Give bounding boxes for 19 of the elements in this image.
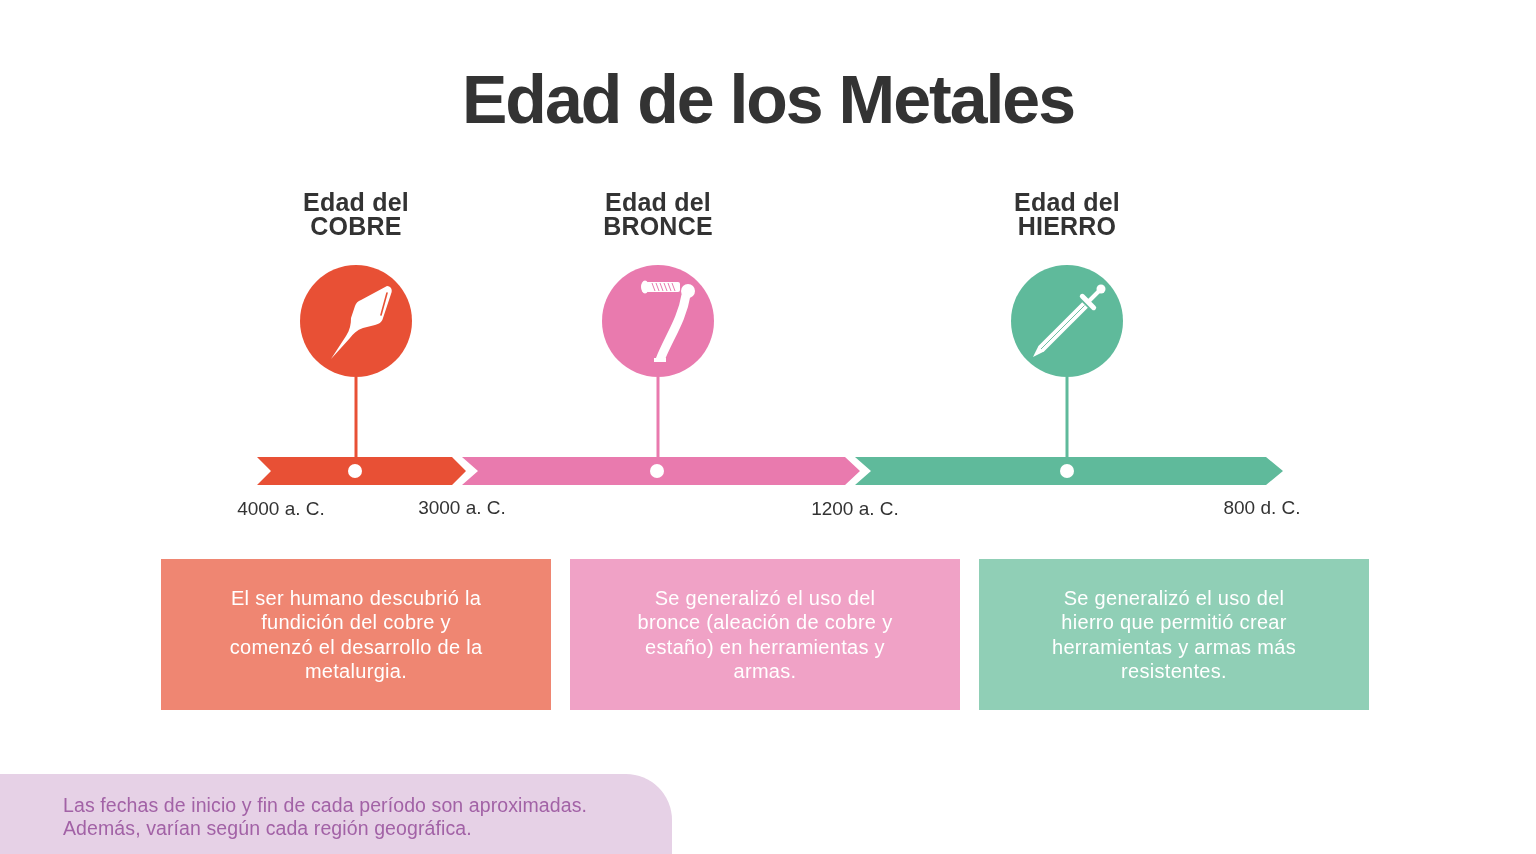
date-label: 800 d. C. bbox=[1223, 497, 1301, 519]
title: Edad de los Metales bbox=[462, 64, 1074, 136]
description-text: El ser humano descubrió la fundición del cobre y comenzó el desarrollo de la metalurgia. bbox=[228, 585, 484, 684]
period-heading: Edad del COBRE bbox=[302, 190, 410, 238]
date-label: 3000 a. C. bbox=[418, 497, 506, 519]
period-heading: Edad del HIERRO bbox=[1013, 190, 1121, 238]
note-text: Las fechas de inicio y fin de cada período son aproximadas. Además, varían según cada región geográfica. bbox=[63, 794, 589, 840]
date-label: 1200 a. C. bbox=[811, 498, 899, 520]
connector-line bbox=[354, 377, 358, 457]
period-heading: Edad del BRONCE bbox=[602, 190, 714, 238]
description-card bbox=[161, 559, 551, 710]
description-card bbox=[570, 559, 960, 710]
connector-line bbox=[656, 377, 660, 457]
description-card bbox=[979, 559, 1369, 710]
connector-line bbox=[1065, 377, 1069, 457]
description-text: Se generalizó el uso del hierro que permitió crear herramientas y armas más resistentes. bbox=[1051, 585, 1297, 684]
date-label: 4000 a. C. bbox=[237, 498, 325, 520]
description-text: Se generalizó el uso del bronce (aleación de cobre y estaño) en herramientas y armas. bbox=[637, 585, 893, 684]
note-panel bbox=[0, 774, 672, 854]
